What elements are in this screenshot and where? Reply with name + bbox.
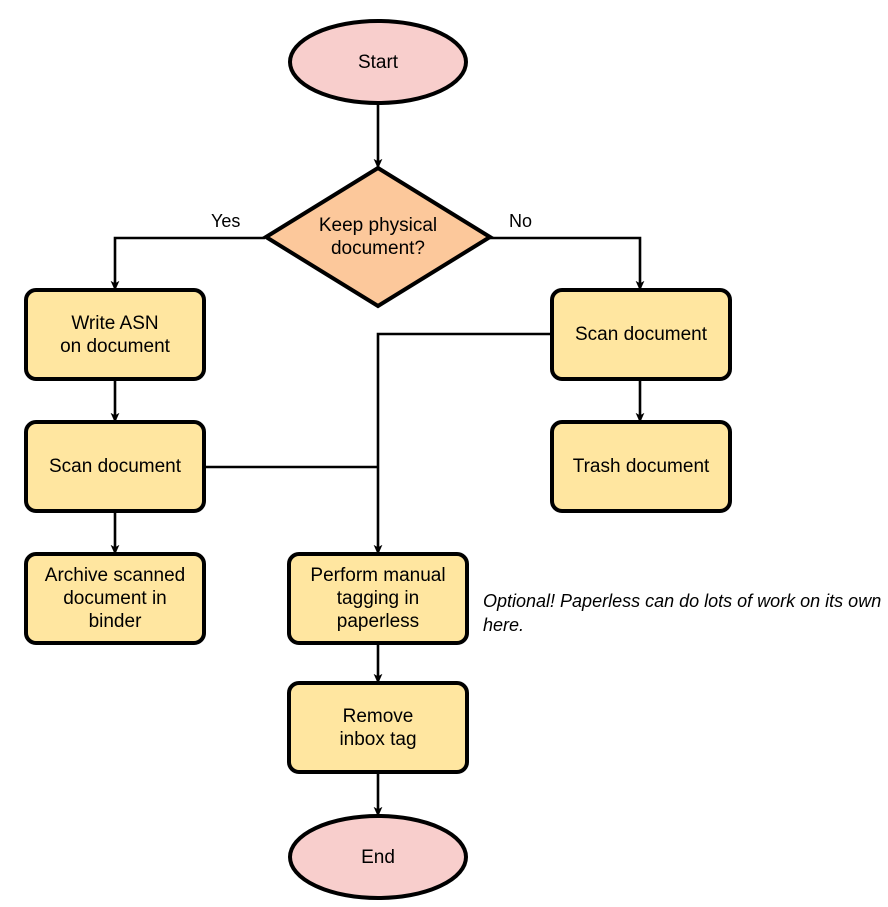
node-decision-shape[interactable]: [262, 165, 494, 309]
node-scan-right-shape[interactable]: [550, 288, 732, 381]
node-end-shape[interactable]: [288, 814, 468, 900]
node-write-asn-shape[interactable]: [24, 288, 206, 381]
node-remove-inbox-shape[interactable]: [287, 681, 469, 774]
node-tagging-shape[interactable]: [287, 552, 469, 645]
edge-label-no: No: [509, 211, 533, 231]
edge-decision-yes-to-write-asn: [110, 236, 265, 291]
node-trash-shape[interactable]: [550, 420, 732, 513]
edge-decision-no-to-scan-right: [490, 236, 645, 291]
edge-scan-right-to-tagging: [373, 332, 552, 555]
node-start-shape[interactable]: [288, 19, 468, 105]
node-archive-shape[interactable]: [24, 552, 206, 645]
note-optional: Optional! Paperless can do lots of work …: [483, 591, 882, 635]
edge-label-yes: Yes: [211, 211, 241, 231]
node-scan-left-shape[interactable]: [24, 420, 206, 513]
